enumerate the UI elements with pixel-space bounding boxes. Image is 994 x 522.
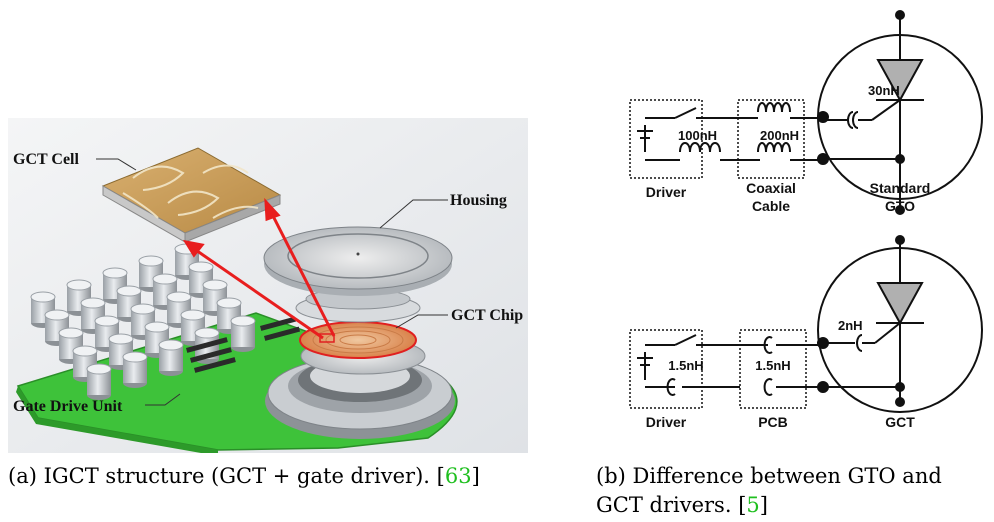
coax-inductor-top xyxy=(757,102,791,113)
caption-a-text: IGCT structure (GCT + gate driver). xyxy=(43,464,430,488)
gct-cathode-terminal xyxy=(895,397,905,407)
caption-a-tag: (a) xyxy=(8,464,37,488)
driver-circuit-diagram: 30nH 100nH 200nH Driver Coaxial Cable St… xyxy=(629,10,983,430)
caption-b-line-2: GCT drivers. [5] xyxy=(596,491,992,520)
leader-lines xyxy=(96,158,448,406)
top-driver-inductance: 100nH xyxy=(678,128,717,143)
bottom-driver-inductance: 1.5nH xyxy=(668,358,703,373)
caption-b-line2-text: GCT drivers. xyxy=(596,493,732,517)
gct-gate-inductor xyxy=(856,334,863,352)
bottom-driver-box xyxy=(629,329,703,409)
pcb-inductor-bottom xyxy=(763,378,773,396)
igct-structure-illustration: GCT Cell Housing GCT Chip Gate Drive Uni… xyxy=(8,118,528,456)
caption-a: (a) IGCT structure (GCT + gate driver). … xyxy=(8,462,548,491)
pcb-label: PCB xyxy=(758,414,788,430)
coax-inductance: 200nH xyxy=(760,128,799,143)
label-housing: Housing xyxy=(450,192,507,209)
red-arrows xyxy=(182,197,336,340)
gct-gate-inductance: 2nH xyxy=(838,318,863,333)
figure-b: 30nH 100nH 200nH Driver Coaxial Cable St… xyxy=(600,0,994,450)
gct-chip-wafer xyxy=(299,321,417,359)
caption-b-ref[interactable]: 5 xyxy=(746,493,760,517)
label-gct-chip: GCT Chip xyxy=(451,307,523,324)
pcb-inductance: 1.5nH xyxy=(755,358,790,373)
caption-b: (b) Difference between GTO and GCT drive… xyxy=(596,462,992,520)
figure-a: GCT Cell Housing GCT Chip Gate Drive Uni… xyxy=(8,118,528,456)
gto-anode-terminal xyxy=(895,10,905,20)
gto-diode-symbol xyxy=(876,59,924,103)
bottom-driver-inductor xyxy=(666,378,676,396)
caption-b-line-1: (b) Difference between GTO and xyxy=(596,462,992,491)
label-gct-cell: GCT Cell xyxy=(13,151,79,168)
housing-base xyxy=(265,356,455,439)
bottom-driver-switch xyxy=(674,334,697,346)
housing-lid xyxy=(263,226,453,296)
caption-a-ref-close: ] xyxy=(471,464,480,488)
caption-b-line1-text: Difference between GTO and xyxy=(632,464,942,488)
pcb-edge xyxy=(16,386,218,456)
caption-a-ref[interactable]: 63 xyxy=(444,464,472,488)
coax-label-2: Cable xyxy=(752,198,790,214)
top-driver-switch xyxy=(674,107,697,119)
gto-label-2: GTO xyxy=(885,198,915,214)
gct-label: GCT xyxy=(885,414,915,430)
coax-inductor-bottom xyxy=(757,142,791,153)
gto-gate-inductance: 30nH xyxy=(868,83,900,98)
gto-gate-inductor xyxy=(852,111,859,129)
bottom-driver-label: Driver xyxy=(646,414,687,430)
capacitor xyxy=(158,339,184,376)
gto-label-1: Standard xyxy=(870,180,931,196)
capacitor xyxy=(122,351,148,388)
gct-diode-symbol xyxy=(876,282,924,326)
pcb-components xyxy=(185,316,301,373)
caption-b-tag: (b) xyxy=(596,464,626,488)
gto-cathode-terminal xyxy=(895,205,905,215)
top-driver-label: Driver xyxy=(646,184,687,200)
coax-label-1: Coaxial xyxy=(746,180,796,196)
top-driver-box xyxy=(629,99,703,179)
capacitor xyxy=(86,363,112,400)
pcb-box xyxy=(739,329,807,409)
coaxial-cable-box xyxy=(737,99,805,179)
caption-a-ref-open: [ xyxy=(436,464,445,488)
caption-b-ref-open: [ xyxy=(738,493,747,517)
label-gate-drive-unit: Gate Drive Unit xyxy=(13,398,123,415)
capacitor xyxy=(230,315,256,352)
capacitor xyxy=(152,273,178,310)
caption-b-ref-close: ] xyxy=(759,493,768,517)
capacitor-array xyxy=(30,243,256,400)
top-driver-inductor xyxy=(679,142,721,153)
gct-cell-tile xyxy=(101,147,282,243)
gct-anode-terminal xyxy=(895,235,905,245)
